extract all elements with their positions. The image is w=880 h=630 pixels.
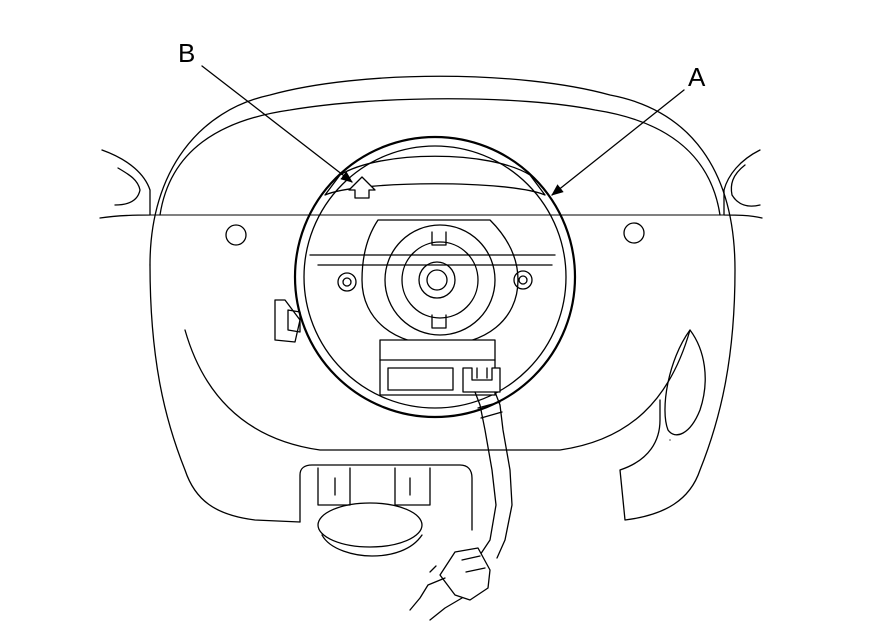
connector: [379, 339, 501, 396]
leader-line-a: [551, 89, 685, 196]
leader-line-b: [201, 65, 353, 183]
lower-bracket: [299, 464, 473, 557]
steering-wheel-hub: [149, 75, 736, 523]
hub-hole-right: [623, 222, 645, 244]
hub-hole-left: [225, 224, 247, 246]
spoke-right: [723, 149, 763, 219]
callout-label-b: B: [178, 38, 195, 68]
callout-label-a: A: [688, 62, 706, 92]
clock-spring: [274, 135, 577, 419]
wire-harness: [409, 391, 513, 621]
alignment-arrow-icon: [348, 176, 376, 199]
spoke-left: [99, 149, 151, 219]
